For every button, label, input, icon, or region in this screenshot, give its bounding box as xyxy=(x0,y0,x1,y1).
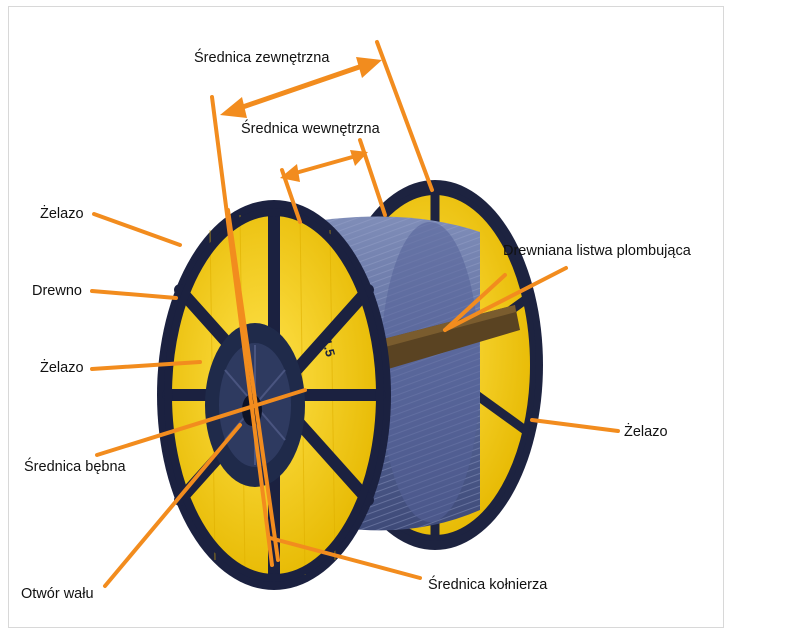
inner-diameter-extension-right xyxy=(360,140,385,215)
label-flange-diameter: Średnica kołnierza xyxy=(428,578,547,593)
label-inner-diameter: Średnica wewnętrzna xyxy=(241,122,380,137)
label-outer-diameter: Średnica zewnętrzna xyxy=(194,51,329,66)
label-wood: Drewno xyxy=(32,284,82,299)
leader-iron-right xyxy=(532,420,618,431)
outer-diameter-extension xyxy=(377,42,432,190)
label-wooden-lagging: Drewniana listwa plombująca xyxy=(503,244,691,259)
label-iron-mid-left: Żelazo xyxy=(40,361,84,376)
outer-diameter-arrow xyxy=(220,57,382,118)
leader-iron-top-left xyxy=(94,214,180,245)
label-shaft-hole: Otwór wału xyxy=(21,587,94,602)
label-iron-top-left: Żelazo xyxy=(40,207,84,222)
leader-wood xyxy=(92,291,176,298)
inner-diameter-arrow xyxy=(280,150,368,182)
label-iron-right: Żelazo xyxy=(624,425,668,440)
label-drum-diameter: Średnica bębna xyxy=(24,460,126,475)
